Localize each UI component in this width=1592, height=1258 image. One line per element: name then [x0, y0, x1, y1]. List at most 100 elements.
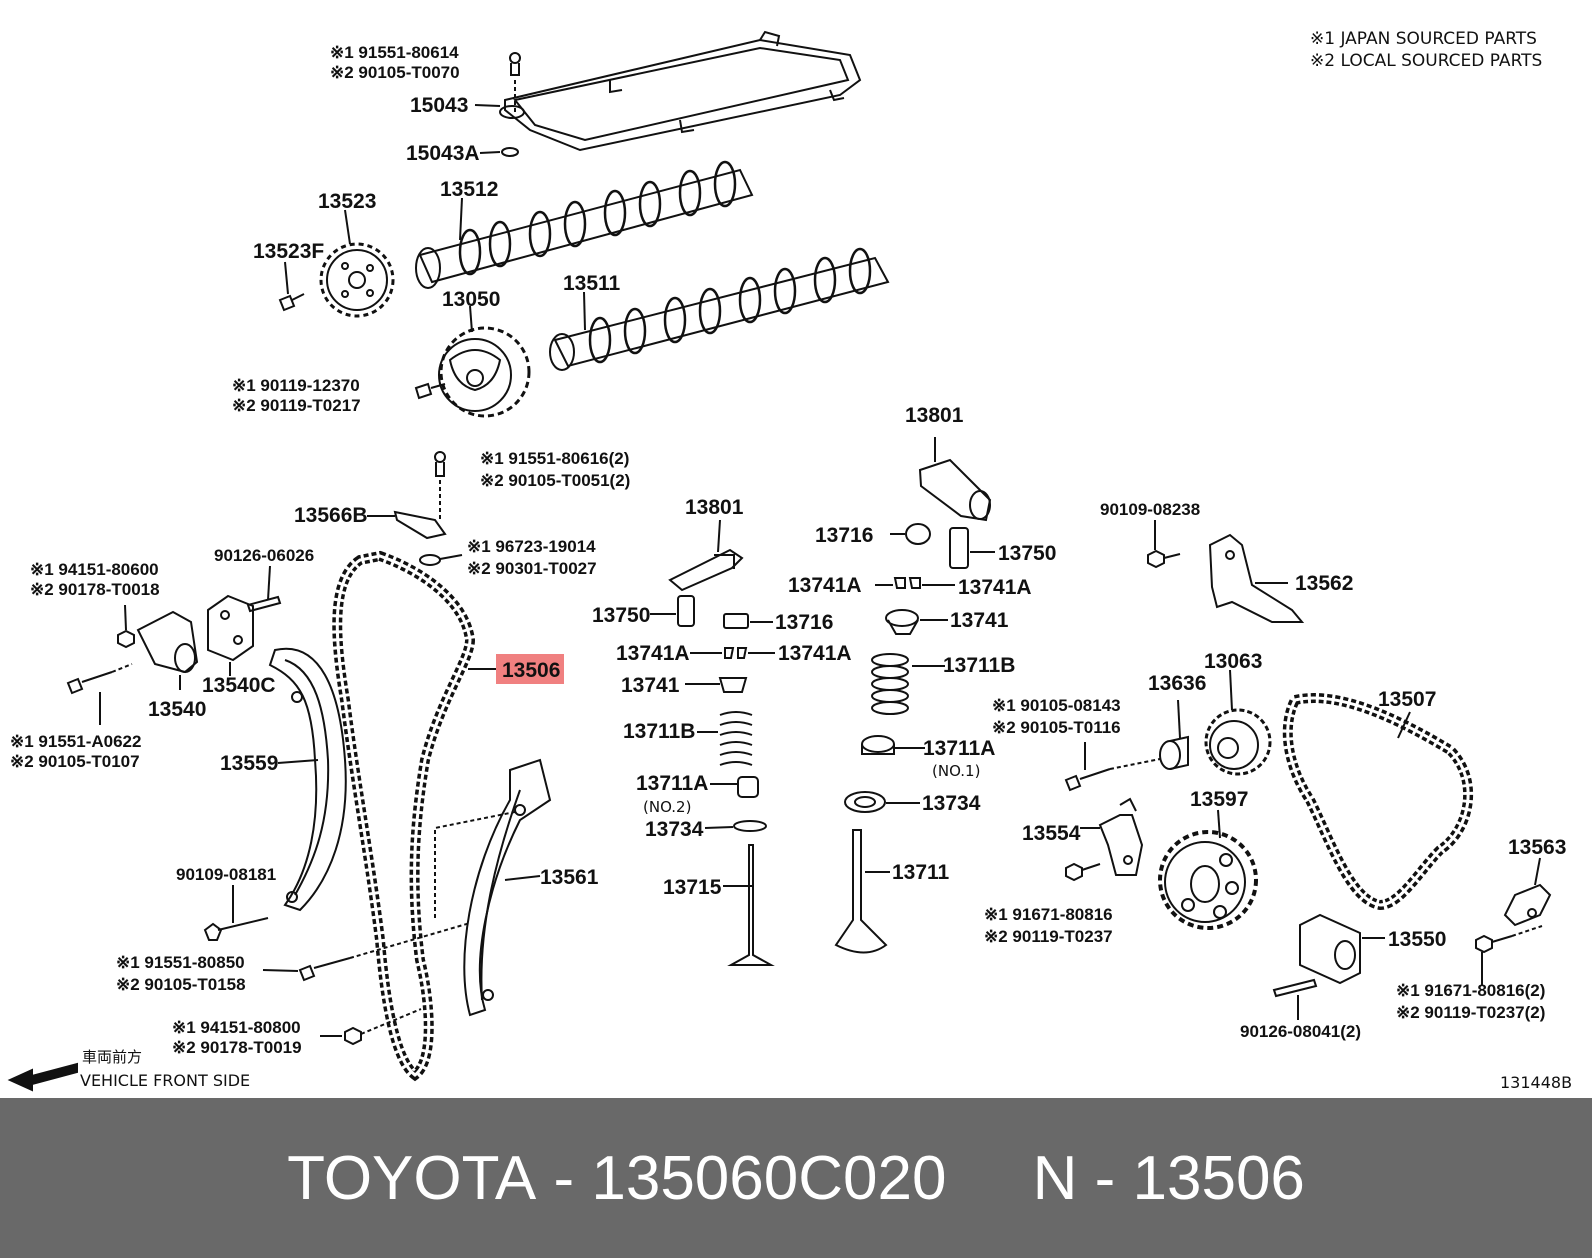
label-13563: 13563	[1508, 836, 1566, 859]
label-13559: 13559	[220, 752, 278, 775]
caption-separator-2: -	[1077, 1143, 1133, 1213]
bushing-13636	[1159, 735, 1189, 770]
lash-adjuster-a	[677, 595, 695, 627]
caption-separator: -	[536, 1143, 592, 1213]
label-13750-a: 13750	[592, 604, 650, 627]
part-caption-bar: TOYOTA - 135060C020 N - 13506	[0, 1098, 1592, 1258]
label-13711b-a: 13711B	[623, 720, 695, 743]
balance-gear-13597	[1158, 830, 1258, 930]
label-no2: (NO.2)	[643, 798, 691, 816]
bolt-right	[1475, 925, 1543, 954]
label-13801-top: 13801	[905, 404, 964, 427]
chain-tensioner-13540	[136, 610, 199, 674]
bolt-left	[66, 663, 133, 695]
label-13741a-c: 13741A	[788, 574, 862, 597]
label-13741a-b: 13741A	[778, 642, 852, 665]
balance-chain-13507	[1282, 693, 1474, 911]
caption-gap	[946, 1143, 1032, 1214]
bolt-top	[509, 52, 521, 115]
label-13734-a: 13734	[645, 818, 704, 841]
label-bolt-right-2: ※2 90119-T0237(2)	[1396, 1003, 1545, 1022]
chain-damper-13554	[1098, 797, 1144, 876]
label-bolt-vvt-1: ※1 90119-12370	[232, 376, 360, 395]
valve-seal-a	[733, 820, 767, 832]
diagram-number: 13506	[1132, 1143, 1305, 1213]
label-bolt-idler-2: ※2 90105-T0116	[992, 718, 1121, 737]
shim-a	[723, 613, 749, 629]
direction-en: VEHICLE FRONT SIDE	[80, 1071, 250, 1090]
label-bolt-left-2: ※2 90105-T0107	[10, 752, 140, 771]
label-bolt-guide-2: ※2 90105-T0051(2)	[480, 471, 630, 490]
spring-seat-a	[737, 776, 759, 798]
label-13716-a: 13716	[775, 611, 833, 634]
label-bolt-top-2: ※2 90105-T0070	[330, 63, 460, 82]
timing-chain-13506	[332, 550, 476, 1082]
camshaft-exhaust	[415, 160, 754, 289]
rocker-arm-a	[668, 548, 744, 592]
label-13523f: 13523F	[253, 240, 324, 263]
label-13711a-no2: 13711A	[636, 772, 708, 795]
tensioner-13550	[1299, 913, 1361, 985]
chain-slipper-13559	[268, 647, 347, 912]
label-13741a-d: 13741A	[958, 576, 1032, 599]
label-nut-bottom-1: ※1 94151-80800	[172, 1018, 301, 1037]
label-13711a-no1: 13711A	[923, 737, 995, 760]
label-13741-a: 13741	[621, 674, 680, 697]
nut-left	[117, 629, 135, 649]
n-label: N	[1032, 1143, 1078, 1213]
label-13506: 13506	[502, 659, 560, 682]
exhaust-cam-sprocket	[319, 242, 395, 318]
cover-gasket	[504, 30, 862, 152]
label-90109-08181: 90109-08181	[176, 865, 276, 884]
lash-adjuster-b	[949, 527, 969, 569]
chain-guide-13566B	[393, 510, 447, 540]
label-nut-left-2: ※2 90178-T0018	[30, 580, 160, 599]
label-13507: 13507	[1378, 688, 1436, 711]
chain-guide-13562	[1208, 533, 1305, 623]
label-13562: 13562	[1295, 572, 1353, 595]
label-13801-mid: 13801	[685, 496, 744, 519]
label-13550: 13550	[1388, 928, 1446, 951]
label-bolt-idler-1: ※1 90105-08143	[992, 696, 1121, 715]
label-15043a: 15043A	[406, 142, 480, 165]
label-13554: 13554	[1022, 822, 1081, 845]
label-bolt-damper-2: ※2 90119-T0237	[984, 927, 1113, 946]
bolt-vvt	[414, 382, 446, 400]
idler-gear-13063	[1204, 708, 1272, 776]
label-bolt-left-1: ※1 91551-A0622	[10, 732, 141, 751]
label-90126-08041: 90126-08041(2)	[1240, 1022, 1361, 1041]
label-13716-b: 13716	[815, 524, 873, 547]
label-bolt-bottom-2: ※2 90105-T0158	[116, 975, 246, 994]
o-ring	[419, 554, 441, 566]
nut-bottom	[344, 1008, 422, 1046]
label-bolt-right-1: ※1 91671-80816(2)	[1396, 981, 1545, 1000]
label-13741-b: 13741	[950, 609, 1009, 632]
label-13561: 13561	[540, 866, 599, 889]
shim-b	[905, 523, 931, 545]
label-13715: 13715	[663, 876, 722, 899]
legend-line-1: ※1 JAPAN SOURCED PARTS	[1310, 29, 1537, 49]
bolt-90109-08238	[1147, 549, 1181, 569]
label-ring-1: ※1 96723-19014	[467, 537, 596, 556]
retainer-b	[885, 609, 919, 635]
label-ring-2: ※2 90301-T0027	[467, 559, 597, 578]
label-13734-b: 13734	[922, 792, 981, 815]
bolt-bottom	[298, 922, 471, 982]
direction-jp: 車両前方	[82, 1048, 142, 1066]
bolt-idler	[1064, 758, 1161, 792]
label-90126-06026: 90126-06026	[214, 546, 314, 565]
label-nut-bottom-2: ※2 90178-T0019	[172, 1038, 302, 1057]
label-13511: 13511	[563, 272, 621, 295]
legend-line-2: ※2 LOCAL SOURCED PARTS	[1310, 51, 1542, 71]
label-13566b: 13566B	[294, 504, 368, 527]
valve-13711	[834, 829, 888, 954]
camshaft-intake	[549, 247, 890, 371]
stud-90126-08041	[1272, 978, 1318, 998]
valve-spring-b	[871, 653, 909, 715]
label-15043: 15043	[410, 94, 468, 117]
valve-13715	[727, 844, 775, 966]
bolt-damper	[1065, 862, 1101, 882]
bolt-guide	[434, 451, 446, 520]
label-no1: (NO.1)	[932, 762, 980, 780]
tensioner-arm-13563	[1503, 883, 1552, 927]
